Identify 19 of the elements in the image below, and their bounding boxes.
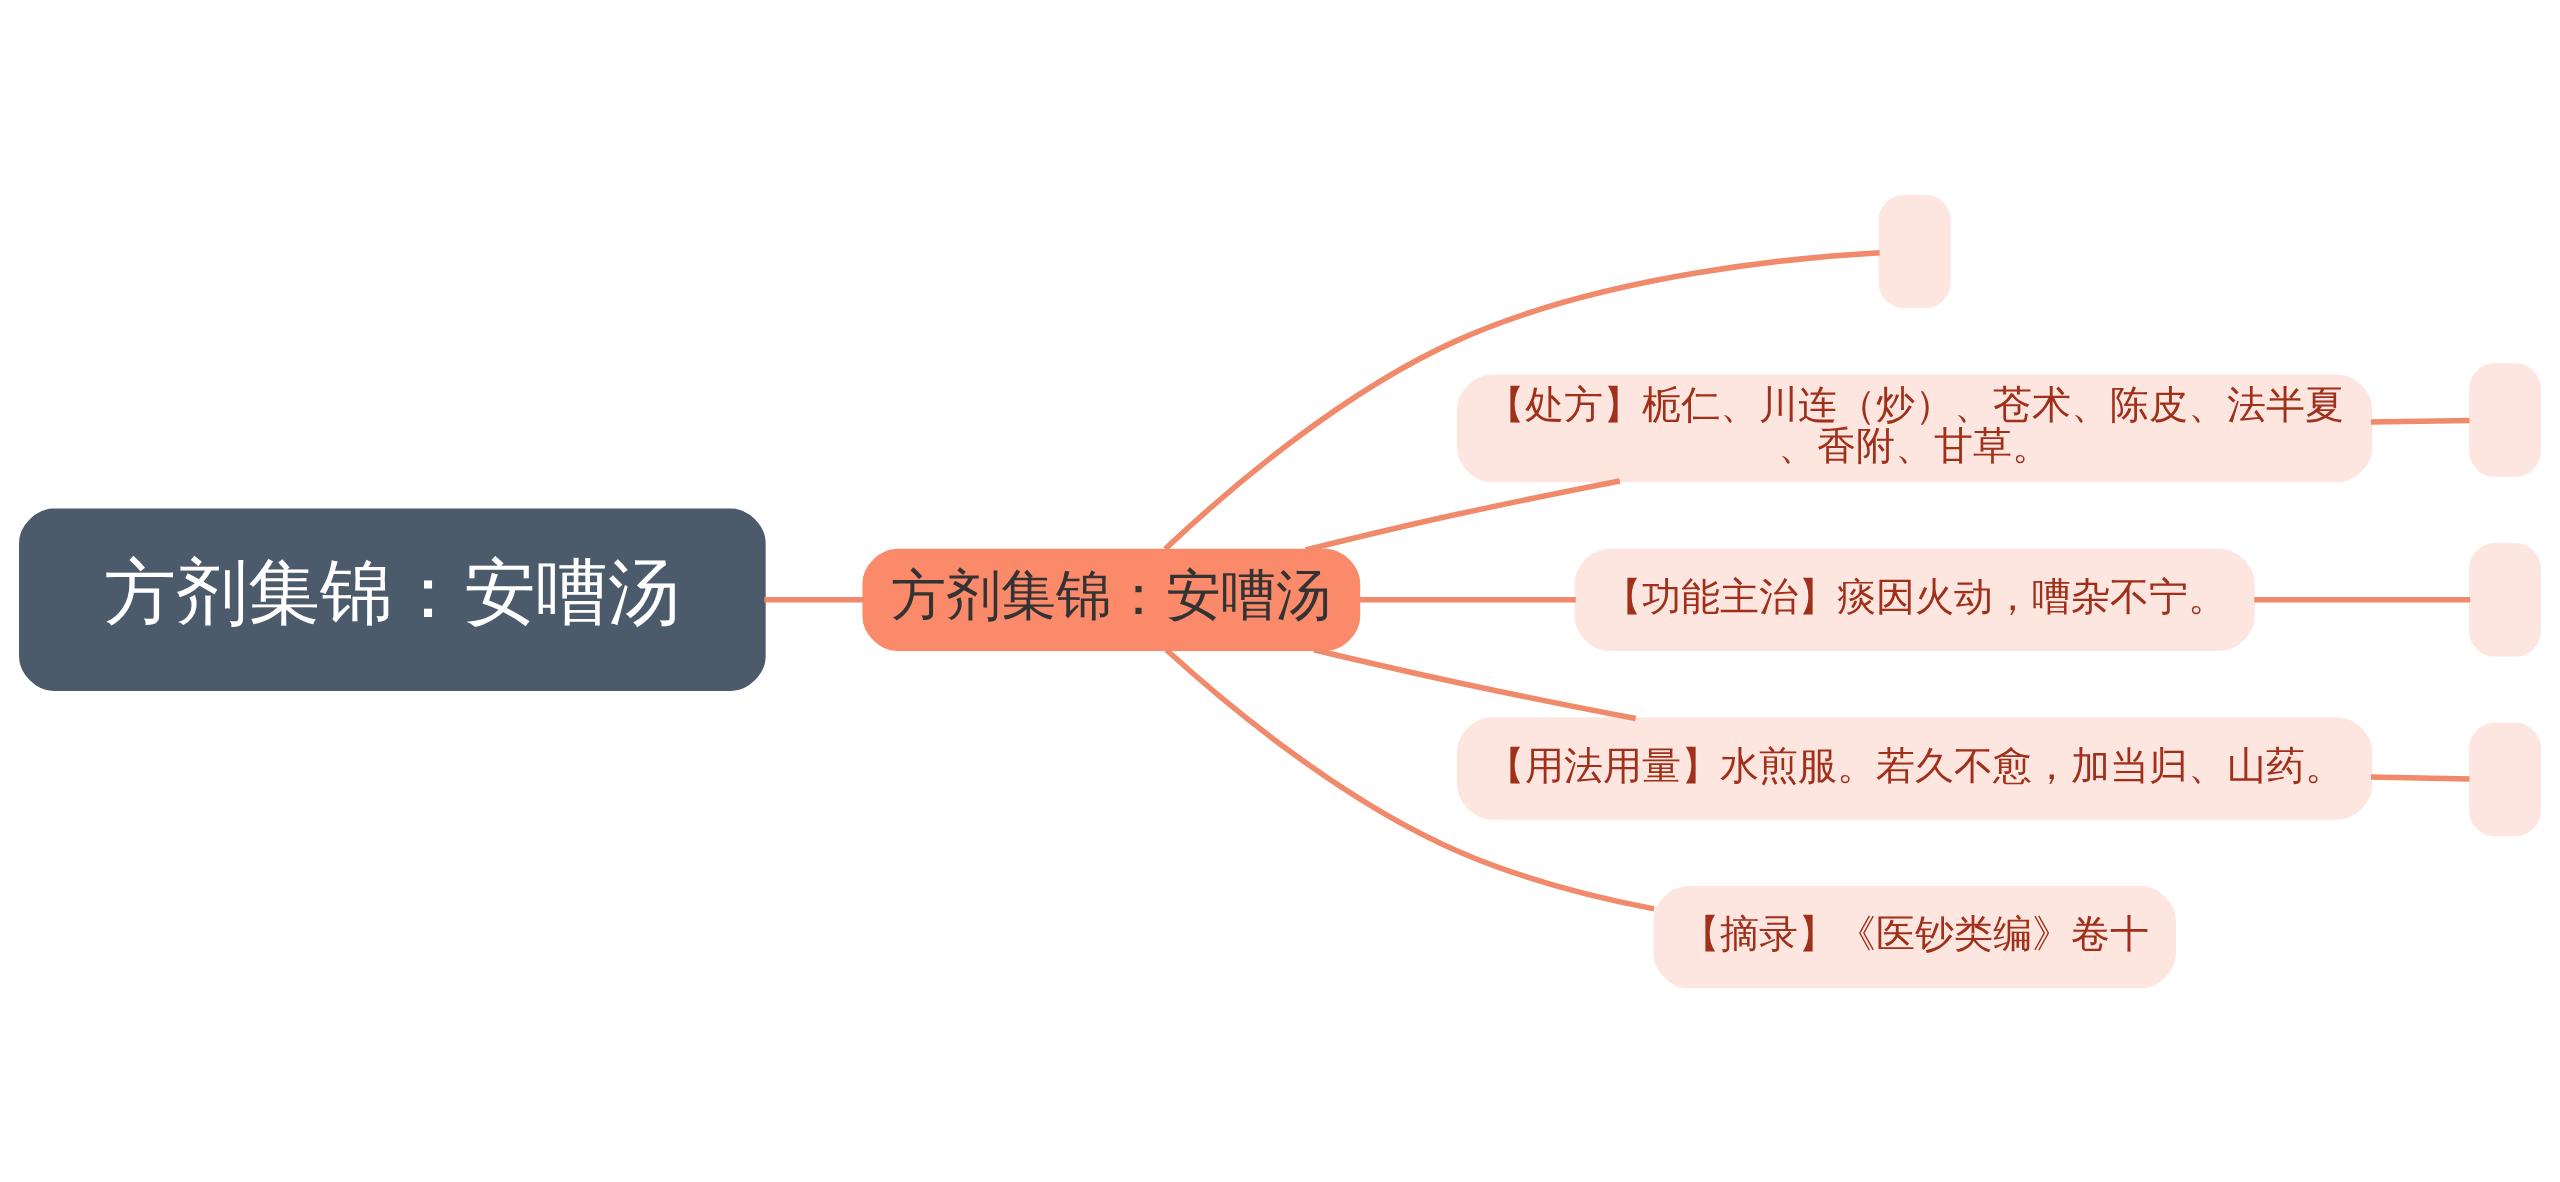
node-box: 方剂集锦：安嘈汤 <box>862 548 1361 651</box>
node-box <box>2469 722 2541 836</box>
node-box: 【功能主治】痰因火动，嘈杂不宁。 <box>1574 548 2255 651</box>
connector <box>2370 773 2470 782</box>
connector <box>1313 646 1637 721</box>
node-box <box>2469 362 2541 477</box>
connector <box>1305 477 1621 553</box>
node-box <box>1878 194 1951 308</box>
connector <box>1164 647 1655 912</box>
connector <box>1358 596 1576 603</box>
connector <box>1163 249 1880 551</box>
node-box <box>2469 542 2541 656</box>
connector <box>764 596 864 603</box>
node-box: 【摘录】《医钞类编》卷十 <box>1653 885 2176 988</box>
node-box: 【用法用量】水煎服。若久不愈，加当归、山药。 <box>1456 716 2373 820</box>
connector <box>2371 417 2470 425</box>
connector <box>2254 596 2471 603</box>
node-box: 方剂集锦：安嘈汤 <box>19 508 766 691</box>
node-box: 【处方】栀仁、川连（炒）、苍术、陈皮、法半夏、香附、甘草。 <box>1456 373 2373 482</box>
